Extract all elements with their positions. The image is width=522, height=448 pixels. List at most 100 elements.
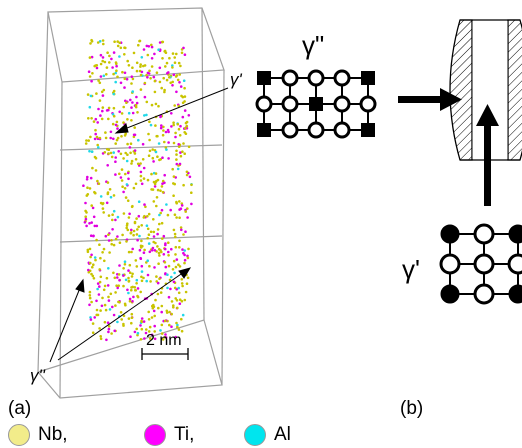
atom-dot — [140, 275, 143, 279]
atom-dot — [166, 213, 170, 217]
atom-dot — [164, 242, 167, 245]
atom-dot — [158, 80, 162, 84]
atom-dot — [135, 61, 139, 65]
atom-dot — [186, 216, 189, 219]
atom-dot — [140, 320, 144, 324]
atom-dot — [176, 323, 179, 327]
atom-dot — [116, 235, 119, 238]
atom-dot — [100, 117, 104, 121]
atom-dot — [123, 302, 127, 306]
atom-dot — [115, 69, 118, 72]
atom-dot — [181, 115, 185, 119]
atom-dot — [159, 189, 162, 192]
atom-dot — [107, 325, 111, 328]
atom-dot — [146, 76, 149, 79]
scale-bar — [141, 348, 189, 360]
atom-dot — [127, 317, 131, 320]
atom-dot — [101, 39, 105, 42]
atom-dot — [140, 239, 143, 243]
atom-dot — [162, 234, 166, 238]
atom-dot — [165, 78, 169, 82]
atom-dot — [88, 294, 92, 297]
legend-item-al: Al — [244, 424, 291, 446]
gamma-prime-label-b: γ' — [402, 254, 420, 284]
atom-dot — [156, 155, 159, 158]
atom-dot — [176, 122, 180, 126]
atom-dot — [131, 247, 134, 251]
atom-dot — [159, 126, 163, 130]
atom-dot — [175, 321, 178, 325]
atom-dot — [178, 162, 182, 166]
atom-dot — [107, 214, 111, 217]
atom-dot — [185, 282, 189, 286]
atom-dot — [173, 271, 176, 275]
atom-dot — [141, 142, 145, 146]
atom-dot — [107, 148, 111, 151]
atom-dot — [83, 221, 87, 224]
atom-dot — [102, 247, 106, 251]
atom-dot — [112, 271, 115, 275]
atom-dot — [94, 64, 97, 67]
atom-dot — [147, 233, 151, 236]
atom-dot — [113, 40, 116, 43]
legend-item-ti: Ti, — [144, 424, 194, 446]
atom-dot — [155, 280, 158, 283]
atom-dot — [99, 75, 103, 78]
atom-dot — [146, 236, 149, 240]
atom-dot — [91, 206, 95, 210]
atom-dot — [117, 150, 120, 153]
atom-dot — [164, 130, 168, 134]
atom-dot — [105, 66, 109, 69]
atom-dot — [107, 295, 110, 299]
atom-dot — [101, 202, 105, 205]
atom-dot — [89, 234, 93, 237]
atom-dot — [135, 217, 138, 220]
atom-dot — [124, 151, 127, 155]
atom-dot — [130, 312, 134, 316]
atom-dot — [123, 263, 127, 266]
atom-dot — [136, 295, 140, 299]
atom-dot — [155, 196, 159, 199]
atom-dot — [134, 105, 138, 109]
atom-dot — [102, 74, 106, 78]
atom-dot — [96, 121, 99, 124]
atom-dot — [116, 286, 119, 290]
atom-dot — [177, 143, 180, 146]
atom-dot — [114, 80, 117, 84]
atom-dot — [125, 101, 128, 104]
atom-dot — [152, 160, 155, 163]
atom-dot — [140, 270, 144, 273]
atom-dot — [158, 213, 161, 217]
atom-dot — [152, 309, 156, 313]
box-slice-line-2 — [59, 235, 223, 243]
atom-dot — [183, 298, 187, 302]
box-edge-front-left — [59, 81, 63, 399]
atom-dot — [156, 245, 159, 248]
atom-dot — [99, 256, 102, 260]
atom-dot — [128, 263, 132, 267]
atom-dot — [87, 139, 90, 142]
atom-dot — [136, 331, 140, 335]
atom-dot — [157, 48, 160, 51]
atom-dot — [123, 187, 127, 190]
atom-dot — [88, 75, 92, 78]
atom-dot — [173, 61, 177, 64]
atom-dot — [110, 239, 113, 242]
atom-dot — [111, 113, 115, 116]
atom-dot — [90, 204, 93, 207]
atom-dot — [171, 84, 174, 87]
atom-dot — [168, 56, 171, 60]
gamma-double-prime-lattice — [255, 69, 377, 139]
atom-dot — [114, 123, 118, 127]
atom-dot — [104, 136, 108, 140]
atom-dot — [90, 79, 93, 83]
atom-dot — [125, 224, 129, 227]
atom-dot — [94, 128, 97, 132]
atom-dot — [161, 133, 165, 137]
atom-dot — [176, 167, 180, 171]
atom-dot — [90, 300, 93, 304]
atom-dot — [163, 247, 167, 251]
atom-dot — [147, 132, 150, 136]
atom-dot — [177, 145, 181, 148]
atom-dot — [112, 243, 116, 247]
